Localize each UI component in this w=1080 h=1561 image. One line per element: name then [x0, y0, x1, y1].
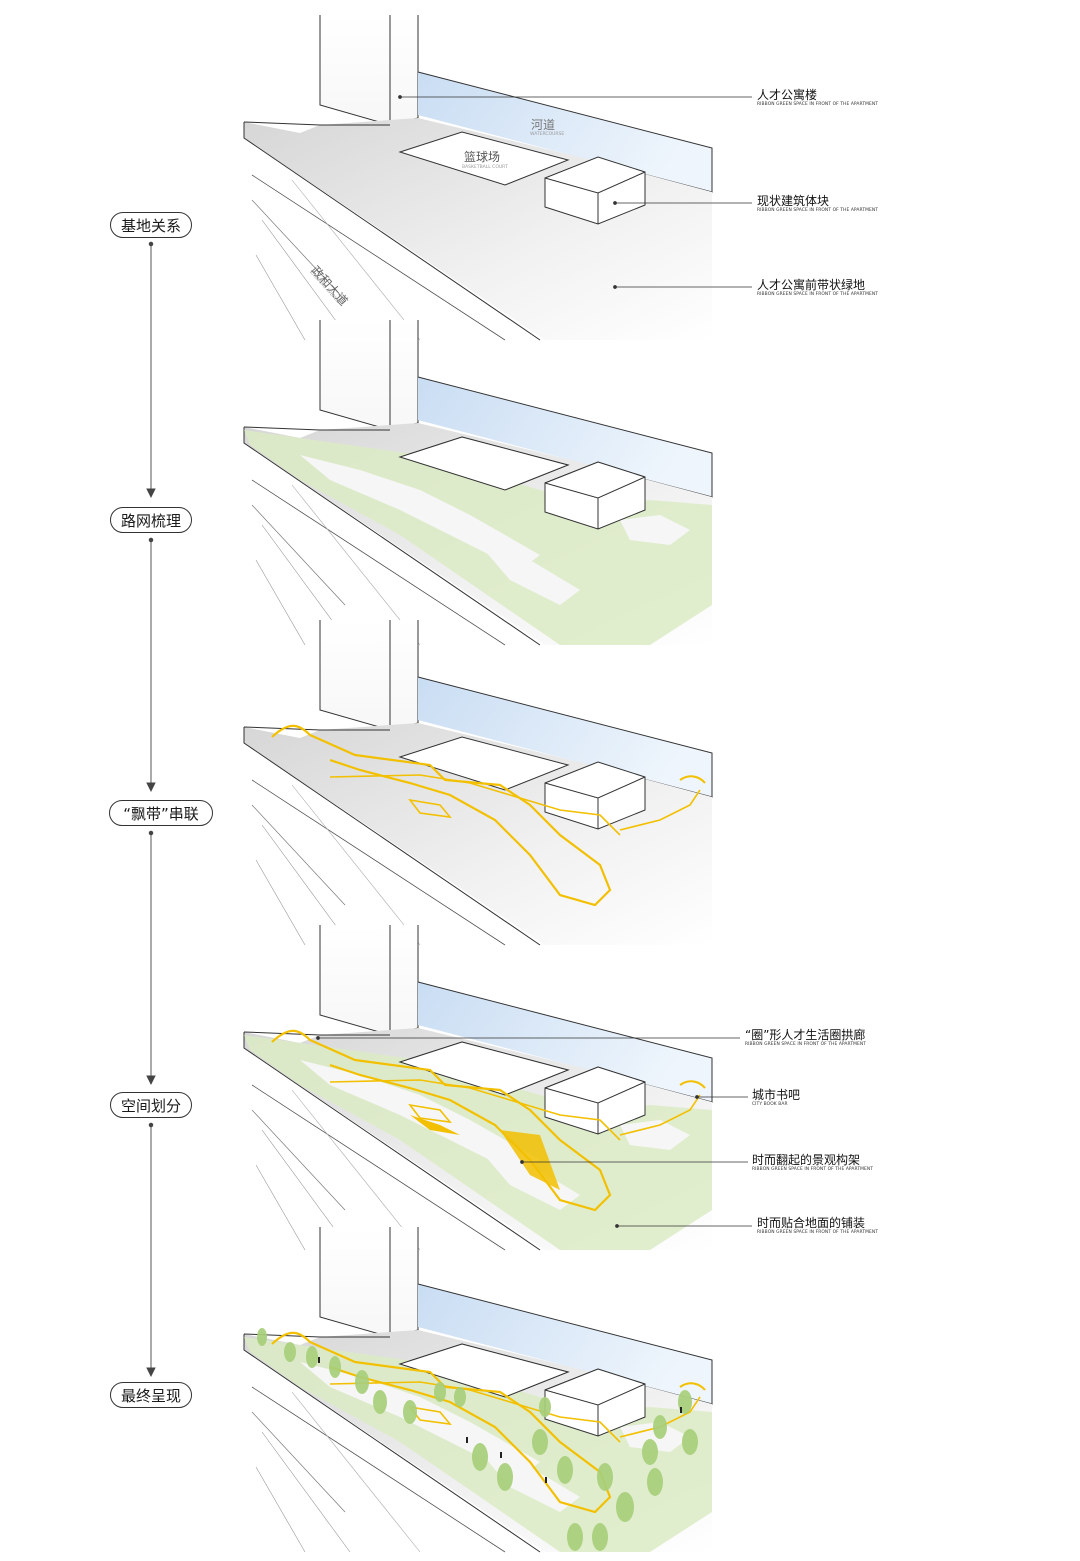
callout-paving-sub: RIBBON GREEN SPACE IN FRONT OF THE APART… — [757, 1230, 879, 1235]
callout-apartment-title: 人才公寓楼 — [757, 88, 818, 102]
stage-pill-space: 空间划分 — [110, 1092, 192, 1118]
callout-leaders — [316, 95, 752, 1228]
stage1-diagram — [243, 14, 713, 341]
callout-arcade-title: “圈”形人才生活圈拱廊 — [745, 1028, 866, 1042]
callout-paving: 时而贴合地面的铺装 RIBBON GREEN SPACE IN FRONT OF… — [757, 1216, 878, 1236]
callout-green-belt: 人才公寓前带状绿地 RIBBON GREEN SPACE IN FRONT OF… — [757, 278, 878, 298]
stage-pill-final: 最终呈现 — [110, 1382, 192, 1408]
callout-green-belt-title: 人才公寓前带状绿地 — [757, 278, 866, 292]
callout-green-belt-sub: RIBBON GREEN SPACE IN FRONT OF THE APART… — [757, 292, 879, 297]
river-label: 河道 — [531, 118, 556, 132]
callout-arcade: “圈”形人才生活圈拱廊 RIBBON GREEN SPACE IN FRONT … — [745, 1028, 866, 1048]
callout-apartment-sub: RIBBON GREEN SPACE IN FRONT OF THE APART… — [757, 102, 879, 107]
river-sublabel: WATERCOURSE — [530, 132, 565, 137]
court-sublabel: BASKETBALL COURT — [462, 165, 508, 170]
callout-book-bar-sub: CITY BOOK BAR — [752, 1102, 788, 1107]
callout-existing-block-title: 现状建筑体块 — [757, 194, 830, 208]
stage3-diagram — [243, 619, 713, 946]
stage-pill-ribbon: “飘带”串联 — [109, 800, 213, 826]
stage2-diagram — [243, 319, 713, 646]
callout-paving-title: 时而贴合地面的铺装 — [757, 1216, 866, 1230]
callout-landscape-frame-sub: RIBBON GREEN SPACE IN FRONT OF THE APART… — [752, 1167, 874, 1172]
callout-apartment: 人才公寓楼 RIBBON GREEN SPACE IN FRONT OF THE… — [757, 88, 878, 108]
court-label: 篮球场 — [464, 150, 501, 164]
stage-pill-road-network: 路网梳理 — [110, 507, 192, 533]
timeline-connectors — [146, 241, 156, 1378]
callout-book-bar: 城市书吧 CITY BOOK BAR — [752, 1088, 800, 1108]
callout-arcade-sub: RIBBON GREEN SPACE IN FRONT OF THE APART… — [745, 1042, 867, 1047]
stage-pill-site: 基地关系 — [110, 212, 192, 238]
callout-book-bar-title: 城市书吧 — [752, 1088, 801, 1102]
callout-landscape-frame-title: 时而翻起的景观构架 — [752, 1153, 861, 1167]
stage4-diagram — [243, 924, 713, 1251]
callout-existing-block-sub: RIBBON GREEN SPACE IN FRONT OF THE APART… — [757, 208, 879, 213]
stage5-diagram — [243, 1226, 713, 1553]
callout-existing-block: 现状建筑体块 RIBBON GREEN SPACE IN FRONT OF TH… — [757, 194, 878, 214]
callout-landscape-frame: 时而翻起的景观构架 RIBBON GREEN SPACE IN FRONT OF… — [752, 1153, 873, 1173]
